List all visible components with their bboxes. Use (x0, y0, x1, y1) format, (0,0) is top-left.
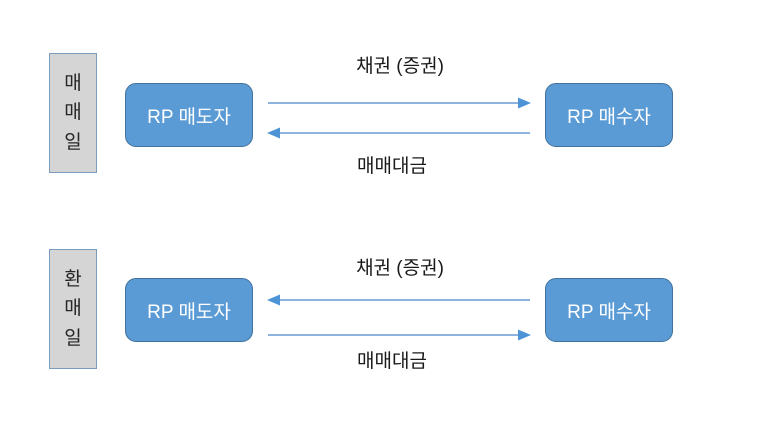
rp-buyer-label: RP 매수자 (567, 301, 651, 323)
rp-seller-label: RP 매도자 (147, 106, 231, 128)
rp-seller-node: RP 매도자 (125, 278, 253, 342)
phase-label: 환매일 (64, 268, 82, 349)
phase-label-box: 환매일 (49, 249, 97, 369)
securities-flow-label: 채권 (증권) (356, 258, 444, 279)
securities-flow-label: 채권 (증권) (356, 56, 444, 77)
rp-seller-node: RP 매도자 (125, 83, 253, 147)
arrow-icon (267, 294, 530, 306)
payment-flow-label: 매매대금 (357, 351, 427, 372)
payment-flow-arrow (266, 127, 532, 139)
rp-buyer-label: RP 매수자 (567, 106, 651, 128)
payment-flow-arrow (266, 329, 532, 341)
phase-label-box: 매매일 (49, 53, 97, 173)
repurchase-date-section: 환매일 RP 매도자 RP 매수자 채권 (증권) 매매대금 (0, 216, 773, 416)
phase-label: 매매일 (64, 72, 82, 153)
arrow-icon (267, 127, 530, 139)
arrow-icon (268, 97, 531, 109)
securities-flow-arrow (266, 294, 532, 306)
securities-flow-arrow (266, 97, 532, 109)
rp-seller-label: RP 매도자 (147, 301, 231, 323)
rp-buyer-node: RP 매수자 (545, 83, 673, 147)
payment-flow-label: 매매대금 (357, 156, 427, 177)
trade-date-section: 매매일 RP 매도자 RP 매수자 채권 (증권) 매매대금 (0, 0, 773, 200)
rp-buyer-node: RP 매수자 (545, 278, 673, 342)
arrow-icon (268, 329, 531, 341)
